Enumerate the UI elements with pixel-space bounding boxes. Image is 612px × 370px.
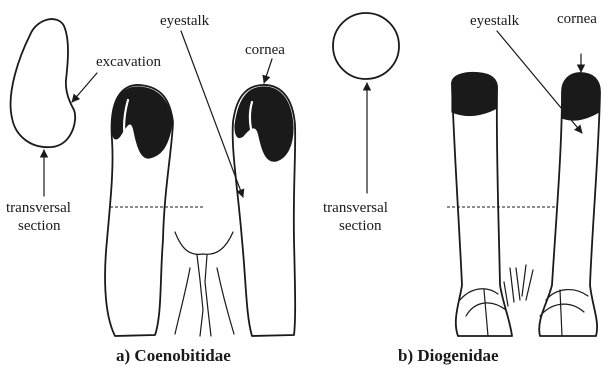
cornea-right-b	[562, 74, 599, 120]
setae-b	[504, 265, 533, 306]
label-section-a-1: transversal	[6, 200, 71, 216]
cornea-left-a	[113, 87, 172, 158]
panel-a-coenobitidae: excavation eyestalk cornea transversal s…	[6, 13, 295, 365]
label-excavation: excavation	[96, 54, 161, 70]
cornea-arrow-a	[264, 59, 272, 83]
section-outline-excavated	[11, 19, 76, 147]
ocular-scales-a	[175, 255, 234, 336]
base-joint-left-b	[460, 289, 506, 336]
excavation-arrow	[72, 73, 97, 102]
label-cornea-a: cornea	[245, 42, 285, 58]
label-eyestalk-a: eyestalk	[160, 13, 210, 29]
ocular-base-a	[175, 232, 233, 254]
cornea-right-a	[235, 87, 293, 161]
label-section-a-2: section	[18, 218, 61, 234]
panel-b-diogenidae: eyestalk cornea transversal section b) D…	[323, 11, 600, 365]
caption-a: a) Coenobitidae	[116, 346, 231, 365]
label-eyestalk-b: eyestalk	[470, 13, 520, 29]
caption-b: b) Diogenidae	[398, 346, 499, 365]
label-cornea-b: cornea	[557, 11, 597, 27]
label-section-b-1: transversal	[323, 200, 388, 216]
label-section-b-2: section	[339, 218, 382, 234]
cornea-left-b	[452, 74, 497, 116]
base-joint-right-b	[540, 290, 588, 336]
section-outline-round	[333, 13, 399, 79]
